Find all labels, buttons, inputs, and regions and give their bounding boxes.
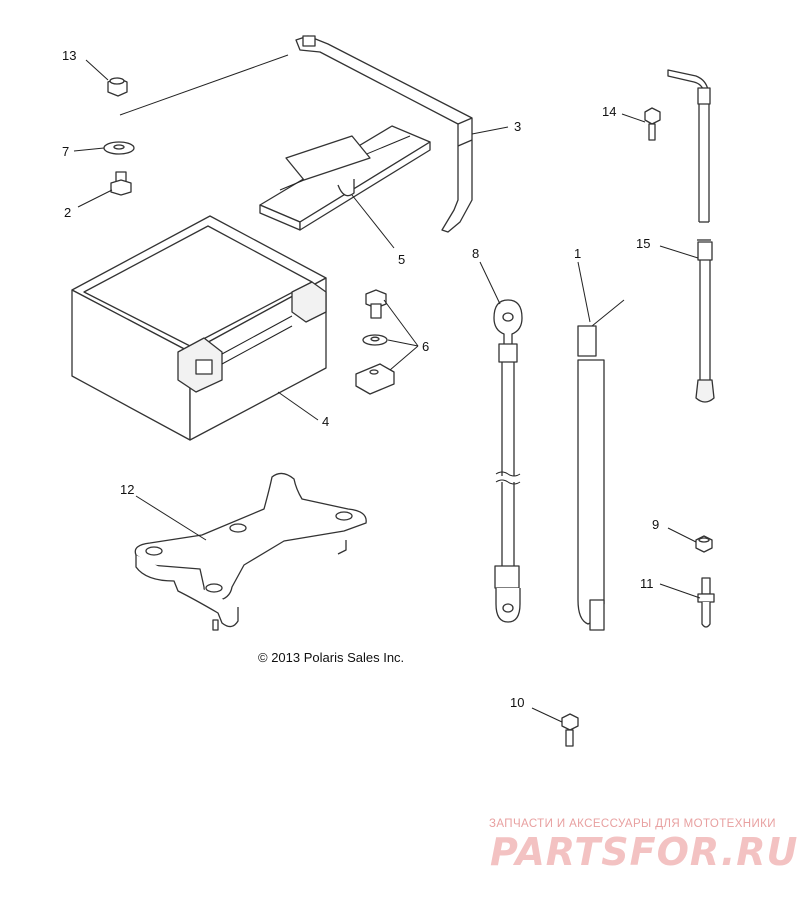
- part-6-fastener-set: [355, 289, 395, 395]
- leader-8: [479, 261, 501, 305]
- leader-6a: [383, 299, 419, 347]
- callout-10: 10: [510, 695, 524, 710]
- callout-8: 8: [472, 246, 479, 261]
- copyright-notice: © 2013 Polaris Sales Inc.: [258, 650, 405, 665]
- watermark-logo: PARTSFOR.RU: [490, 830, 799, 874]
- part-3-bracket: [119, 35, 473, 233]
- part-12-tray: [134, 472, 367, 631]
- callout-3: 3: [514, 119, 521, 134]
- part-15-vent-tube: [667, 69, 715, 403]
- callout-2: 2: [64, 205, 71, 220]
- leader-6c: [389, 345, 419, 371]
- part-11-stud: [697, 577, 715, 628]
- part-13-nut: [107, 77, 128, 97]
- callout-7: 7: [62, 144, 69, 159]
- leader-3: [471, 126, 509, 135]
- callout-9: 9: [652, 517, 659, 532]
- callout-4: 4: [322, 414, 329, 429]
- callout-15: 15: [636, 236, 650, 251]
- part-1-cable-sleeve: [577, 299, 625, 631]
- leader-2: [77, 189, 113, 208]
- part-9-nut: [695, 535, 713, 553]
- callout-5: 5: [398, 252, 405, 267]
- callout-14: 14: [602, 104, 616, 119]
- leader-14: [621, 113, 646, 123]
- leader-11: [659, 583, 701, 599]
- callout-13: 13: [62, 48, 76, 63]
- leader-9: [667, 527, 697, 543]
- leader-12: [135, 495, 207, 541]
- part-4-battery: [71, 215, 327, 441]
- part-10-bolt: [561, 713, 579, 747]
- watermark-tagline: ЗАПЧАСТИ И АКСЕССУАРЫ ДЛЯ МОТОТЕХНИКИ: [489, 818, 776, 830]
- callout-1: 1: [574, 246, 581, 261]
- leader-5: [351, 194, 395, 249]
- leader-13: [85, 59, 109, 81]
- callout-11: 11: [640, 576, 654, 591]
- leader-7: [73, 147, 105, 152]
- leader-6b: [387, 339, 419, 347]
- part-7-washer: [103, 141, 135, 155]
- part-14-bolt: [644, 107, 661, 141]
- leader-10: [531, 707, 563, 723]
- callout-6: 6: [422, 339, 429, 354]
- part-5-plate: [259, 125, 431, 231]
- leader-1: [577, 261, 591, 323]
- part-2-bolt: [110, 171, 132, 196]
- leader-15: [659, 245, 699, 259]
- callout-12: 12: [120, 482, 134, 497]
- part-8-cable: [493, 299, 523, 623]
- leader-4: [277, 391, 319, 421]
